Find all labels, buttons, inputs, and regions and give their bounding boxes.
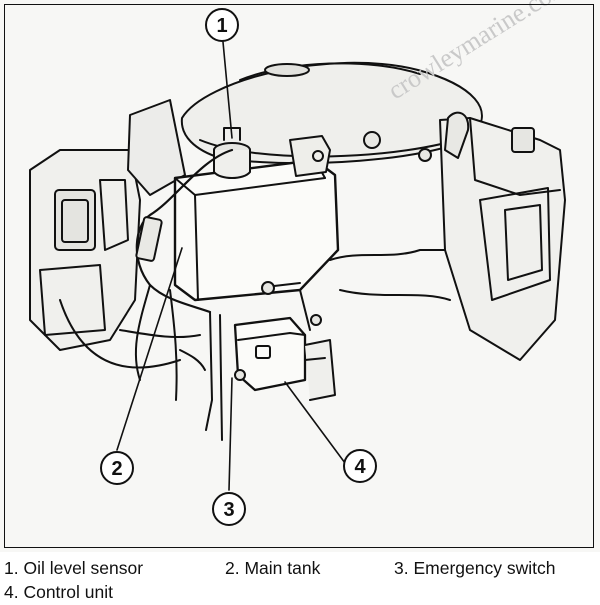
engine-diagram: 1 2 3 4 crowleymarine.com <box>4 0 594 548</box>
callout-4-number: 4 <box>354 456 366 478</box>
engine-block-right <box>439 117 566 361</box>
watermark-text: crowleymarine.com <box>383 0 574 105</box>
legend-item-oil-level-sensor: 1. Oil level sensor <box>4 558 144 578</box>
callout-4: 4 <box>343 449 377 483</box>
main-tank <box>173 158 340 302</box>
callout-2-number: 2 <box>111 458 122 480</box>
legend: 1. Oil level sensor 2. Main tank 3. Emer… <box>0 556 600 605</box>
engine-drawing: 1 2 3 4 crowleymarine.com <box>29 0 574 526</box>
legend-item-main-tank: 2. Main tank <box>225 558 321 578</box>
legend-item-emergency-switch: 3. Emergency switch <box>394 558 556 578</box>
callout-2: 2 <box>100 451 134 485</box>
callout-1-number: 1 <box>216 15 227 37</box>
callout-3: 3 <box>212 492 246 526</box>
wire-harness <box>135 148 234 314</box>
callout-1: 1 <box>205 8 239 42</box>
legend-item-control-unit: 4. Control unit <box>4 582 113 602</box>
callout-3-number: 3 <box>223 499 234 521</box>
